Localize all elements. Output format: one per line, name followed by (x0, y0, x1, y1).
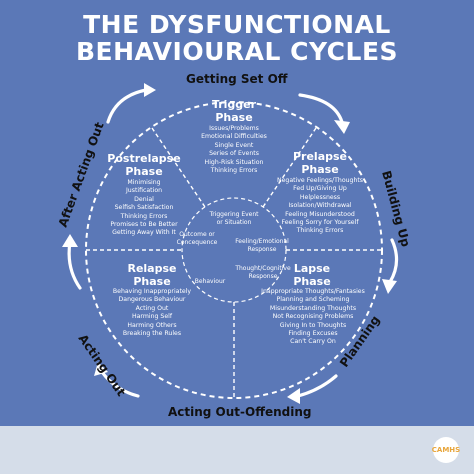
arrowhead-bottom-right (287, 388, 300, 404)
title-line-2: BEHAVIOURAL CYCLES (75, 37, 399, 66)
divider-upper-left (151, 127, 206, 208)
phase-list-item: Harming Others (127, 321, 177, 329)
phase-list-item: Thinking Errors (210, 167, 258, 175)
phase-list-item: Not Recognising Problems (272, 313, 354, 321)
svg-text:CAMHS: CAMHS (432, 446, 460, 454)
phase-list-item: Inappropriate Thoughts/Fantasies (261, 288, 365, 295)
camhs-logo: CAMHS (428, 436, 464, 464)
phase-list-item: Finding Excuses (288, 330, 338, 338)
stage-left-bottom: Acting Out (76, 332, 129, 399)
phase-list-item: Breaking the Rules (122, 330, 182, 338)
arrowhead-top-left (144, 83, 156, 97)
arrow-top-right (298, 93, 344, 124)
phase-list-item: Issues/Problems (209, 125, 259, 132)
divider-upper-right (262, 127, 317, 208)
phase-list-item: Thinking Errors (296, 227, 344, 235)
relapse-phase-title: Relapse Phase (127, 262, 177, 288)
arrowhead-top-right (334, 120, 350, 134)
stage-bottom: Acting Out-Offending (168, 405, 312, 419)
phase-list-item: Series of Events (209, 150, 259, 158)
phase-list-item: Thinking Errors (120, 212, 168, 220)
arrowhead-left (62, 234, 78, 247)
postrelapse-phase-title: Postrelapse Phase (107, 152, 181, 178)
title-line-1: THE DYSFUNCTIONAL (83, 10, 391, 39)
phase-list-item: Planning and Scheming (276, 296, 350, 304)
stage-top: Getting Set Off (186, 72, 288, 86)
phase-list-item: Harming Self (131, 313, 173, 321)
center-feeling: Feeling/Emotional Response (235, 238, 289, 253)
center-thought: Thought/Cognitive Response (235, 265, 291, 280)
arrow-top-left (106, 88, 148, 124)
phase-list-item: Dangerous Behaviour (118, 296, 186, 304)
phase-list-item: Isolation/Withdrawal (288, 202, 352, 210)
prelapse-phase-title: Prelapse Phase (292, 150, 348, 176)
arrowhead-bottom-left (94, 362, 108, 376)
arrowhead-right (382, 279, 397, 294)
phase-list-item: Feeling Misunderstood (285, 210, 355, 218)
outer-cycle-circle (85, 101, 383, 399)
phase-list-item: Fed Up/Giving Up (293, 185, 347, 193)
phase-list-item: Negative Feelings/Thoughts (276, 177, 364, 184)
phase-list-item: Helplessness (299, 193, 341, 201)
phase-list-item: Misunderstanding Thoughts (269, 304, 357, 312)
arrow-right (388, 238, 399, 284)
arrow-bottom-left (100, 370, 140, 398)
phase-list-item: Giving In to Thoughts (279, 321, 347, 329)
phase-list-item: Feeling Sorry for Yourself (281, 219, 359, 227)
phase-list-item: Acting Out (135, 304, 169, 312)
phase-list-item: Justification (125, 187, 163, 195)
center-outcome: Outcome or Concequence (176, 231, 218, 246)
phase-list-item: Promises to Be Better (110, 221, 178, 229)
stage-right-top: Building Up (379, 169, 413, 249)
phase-list-item: Getting Away With It (112, 229, 176, 237)
lapse-phase-title: Lapse Phase (293, 262, 331, 288)
phase-list-item: High-Risk Situation (204, 158, 264, 166)
center-behaviour: Behaviour (194, 278, 226, 285)
arrow-bottom-right (296, 374, 338, 398)
phase-list-item: Behaving Inappropriately (112, 288, 192, 295)
phase-list-item: Can't Carry On (290, 338, 336, 346)
camhs-logo-graphic: CAMHS (432, 437, 460, 463)
phase-list-item: Single Event (214, 141, 254, 149)
phase-list-item: Selfish Satisfaction (114, 204, 174, 212)
phase-list-item: Emotional Difficulties (201, 133, 267, 141)
phase-list-item: Minimising (127, 179, 161, 186)
center-triggering: Triggering Event or Situation (209, 211, 259, 226)
trigger-phase-title: Trigger Phase (211, 98, 257, 124)
arrow-left (67, 240, 82, 290)
footer-bar (0, 426, 474, 474)
phase-list-item: Denial (134, 195, 154, 203)
